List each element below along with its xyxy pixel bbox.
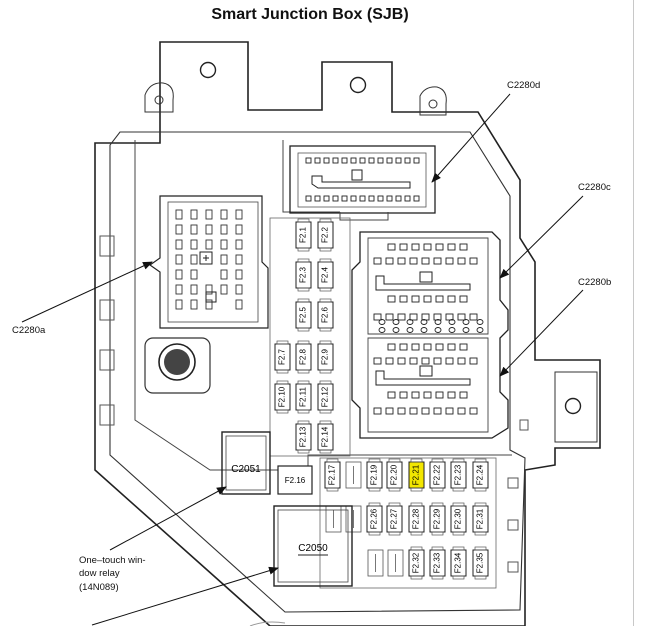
connector-label-c2280a: C2280a <box>12 325 46 336</box>
fuse-f2-4: F2.4 <box>317 258 334 292</box>
connector-label-c2051: C2051 <box>231 464 261 475</box>
fuse-f2-8: F2.8 <box>295 340 312 374</box>
empty-fuse-slot <box>345 461 362 489</box>
fuse-f2-32: F2.32 <box>408 546 425 580</box>
fuse-f2-26: F2.26 <box>366 502 383 536</box>
fuse-f2-22: F2.22 <box>429 458 446 492</box>
fuse-f2-1: F2.1 <box>295 218 312 252</box>
mounting-hole-left <box>199 61 217 79</box>
fuse-label: F2.19 <box>370 464 379 485</box>
fuse-label: F2.5 <box>299 306 308 323</box>
fuse-label: F2.2 <box>321 226 330 243</box>
fuse-f2-11: F2.11 <box>295 380 312 414</box>
connector-label-c2050: C2050 <box>298 543 328 554</box>
fuse-label: F2.28 <box>412 508 421 529</box>
leader-c2280a <box>21 261 153 323</box>
housing-outline <box>94 41 601 626</box>
fuse-label: F2.8 <box>299 348 308 365</box>
fuse-label: F2.33 <box>433 552 442 573</box>
fuse-panel-left <box>269 217 351 457</box>
relay-note-line-3: (14N089) <box>79 582 119 593</box>
fuse-f2-34: F2.34 <box>450 546 467 580</box>
boss-mount <box>144 337 211 394</box>
fuse-f2-21: F2.21 <box>408 458 425 492</box>
fuse-label: F2.30 <box>454 508 463 529</box>
fuse-label: F2.4 <box>321 266 330 283</box>
relay-c2050: C2050 <box>273 505 353 587</box>
fuse-label: F2.22 <box>433 464 442 485</box>
fuse-label: F2.12 <box>321 386 330 407</box>
fuse-label: F2.24 <box>476 464 485 485</box>
fuse-f2-5: F2.5 <box>295 298 312 332</box>
fuse-label: F2.27 <box>390 508 399 529</box>
fuse-f2-3: F2.3 <box>295 258 312 292</box>
relay-note-line-2: dow relay <box>79 568 120 579</box>
fuse-label: F2.31 <box>476 508 485 529</box>
fuse-f2-29: F2.29 <box>429 502 446 536</box>
leader-relay-c2051 <box>109 486 227 551</box>
fuse-label: F2.9 <box>321 348 330 365</box>
fuse-label: F2.13 <box>299 426 308 447</box>
fuse-f2-6: F2.6 <box>317 298 334 332</box>
fuse-f2-23: F2.23 <box>450 458 467 492</box>
mounting-hole-right <box>564 397 582 415</box>
diagram-title: Smart Junction Box (SJB) <box>211 6 409 23</box>
fuse-label: F2.1 <box>299 226 308 243</box>
mounting-hole-top-right <box>349 76 367 94</box>
empty-fuse-slot <box>367 549 384 577</box>
leader-c2280d <box>431 93 511 183</box>
connector-c2280a-block <box>148 195 269 329</box>
fuse-f2-9: F2.9 <box>317 340 334 374</box>
connector-label-c2280d: C2280d <box>507 80 541 91</box>
fuse-f2-31: F2.31 <box>472 502 489 536</box>
fuse-label: F2.7 <box>278 348 287 365</box>
fuse-label: F2.16 <box>285 476 306 485</box>
connector-c2280c-b-block <box>351 231 509 439</box>
fuse-label: F2.21 <box>412 464 421 485</box>
fuse-label: F2.10 <box>278 386 287 407</box>
fuse-label: F2.20 <box>390 464 399 485</box>
fuse-f2-27: F2.27 <box>386 502 403 536</box>
fuse-f2-33: F2.33 <box>429 546 446 580</box>
fuse-f2-30: F2.30 <box>450 502 467 536</box>
fuse-f2-10: F2.10 <box>274 380 291 414</box>
fuse-label: F2.34 <box>454 552 463 573</box>
fuse-label: F2.23 <box>454 464 463 485</box>
page-border-line <box>633 0 634 626</box>
fuse-f2-35: F2.35 <box>472 546 489 580</box>
connector-label-c2280b: C2280b <box>578 277 612 288</box>
fuse-label: F2.17 <box>328 464 337 485</box>
fuse-panel-lower <box>319 457 497 589</box>
fuse-f2-2: F2.2 <box>317 218 334 252</box>
fuse-label: F2.14 <box>321 426 330 447</box>
fuse-label: F2.32 <box>412 552 421 573</box>
fuse-f2-7: F2.7 <box>274 340 291 374</box>
fuse-label: F2.3 <box>299 266 308 283</box>
fuse-f2-14: F2.14 <box>317 420 334 454</box>
connector-c2280d-block <box>289 145 436 221</box>
fuse-label: F2.6 <box>321 306 330 323</box>
leader-c2280b <box>499 289 584 377</box>
empty-fuse-slot <box>387 549 404 577</box>
fuse-label: F2.29 <box>433 508 442 529</box>
fuse-f2-20: F2.20 <box>386 458 403 492</box>
fuse-f2-17: F2.17 <box>324 458 341 492</box>
fuse-f2-12: F2.12 <box>317 380 334 414</box>
empty-fuse-slot <box>345 505 362 533</box>
fuse-label: F2.11 <box>299 387 308 407</box>
leader-c2280c <box>499 195 584 279</box>
fuse-label: F2.26 <box>370 508 379 529</box>
leader-relay-c2050 <box>91 566 279 626</box>
fuse-f2-28: F2.28 <box>408 502 425 536</box>
connector-label-c2280c: C2280c <box>578 182 611 193</box>
fuse-f2-13: F2.13 <box>295 420 312 454</box>
fuse-f2-19: F2.19 <box>366 458 383 492</box>
relay-c2051: C2051 <box>221 431 271 495</box>
fuse-f2-16: F2.16 <box>277 465 313 495</box>
fuse-label: F2.35 <box>476 552 485 573</box>
relay-note-line-1: One–touch win- <box>79 555 146 566</box>
fuse-f2-24: F2.24 <box>472 458 489 492</box>
